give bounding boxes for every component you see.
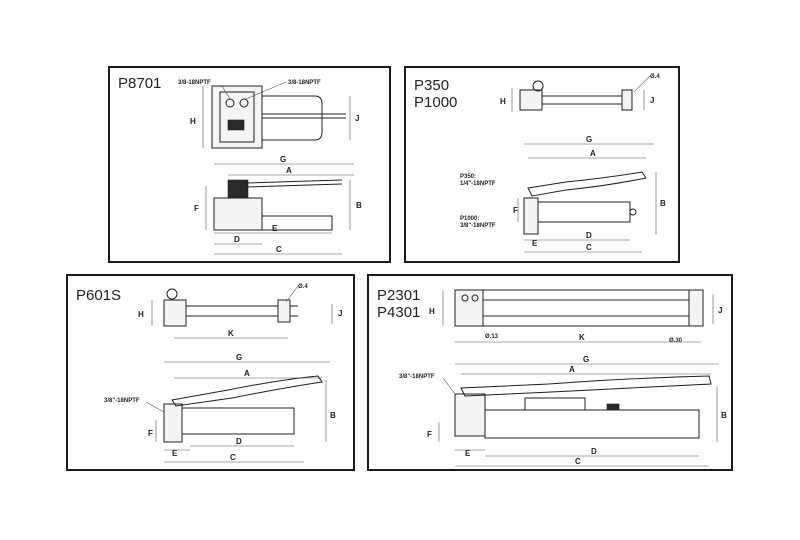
panel-p2301: P2301 P4301 H J Ø.13 Ø.30 K G A	[367, 274, 733, 471]
p601s-drawing: H J Ø.4 K G A F B E D C 3/8"-1	[104, 284, 342, 463]
valve-block-side	[523, 197, 539, 235]
reservoir-plate	[219, 91, 255, 143]
dim-f: F	[148, 429, 153, 438]
reservoir-cap	[166, 288, 178, 300]
dim-c: C	[230, 453, 236, 462]
port-label: 3/8"-18NPTF	[104, 398, 140, 404]
dim-b: B	[660, 199, 666, 208]
port-label-2: 3/8-18NPTF	[288, 80, 321, 86]
model-label: P601S	[76, 287, 122, 304]
pump-head-top	[163, 299, 187, 327]
dim-j: J	[355, 114, 359, 123]
end-bracket	[688, 289, 704, 327]
dim-h: H	[190, 117, 196, 126]
pump-body-side	[213, 197, 263, 231]
dim-e: E	[272, 224, 278, 233]
dim-j: J	[650, 96, 654, 105]
hole-diameter: Ø.4	[298, 284, 308, 290]
dim-e: E	[172, 449, 178, 458]
hole-diameter-large: Ø.30	[669, 338, 683, 344]
reservoir-cap	[532, 80, 544, 92]
dim-j: J	[718, 306, 722, 315]
dim-b: B	[330, 411, 336, 420]
dim-e: E	[465, 449, 471, 458]
handle-side	[460, 375, 712, 397]
valve-head	[227, 179, 249, 199]
end-bracket	[621, 89, 633, 111]
port-fitting-2	[239, 98, 249, 108]
dim-a: A	[590, 149, 596, 158]
p350-drawing: H J Ø.4 G A F B E D C P350:1/4"-	[460, 74, 666, 253]
dim-d: D	[591, 447, 597, 456]
reservoir-tube	[537, 201, 631, 223]
dim-h: H	[429, 307, 435, 316]
valve-block	[227, 119, 245, 131]
dim-a: A	[286, 166, 292, 175]
port-label-1: 3/8-18NPTF	[178, 80, 211, 86]
panel-p601s: P601S H J Ø.4 K G A F B	[66, 274, 355, 471]
hole-diameter: Ø.4	[650, 74, 660, 80]
pump-head-top	[454, 289, 484, 327]
dim-b: B	[356, 201, 362, 210]
dim-g: G	[586, 135, 592, 144]
panel-p8701: P8701 H J 3/8-18NPTF 3/8-18NPTF G A	[108, 66, 391, 263]
dim-f: F	[427, 430, 432, 439]
reservoir-tube	[181, 407, 295, 435]
valve-block-side	[454, 393, 486, 437]
dim-c: C	[276, 245, 282, 254]
dim-k: K	[579, 333, 585, 342]
base-frame	[261, 215, 333, 231]
dim-f: F	[513, 206, 518, 215]
pump-head-top	[519, 89, 543, 111]
dim-h: H	[500, 97, 506, 106]
dim-d: D	[236, 437, 242, 446]
handle-frame-top	[482, 289, 702, 327]
filler-cap	[606, 403, 620, 411]
dim-b: B	[721, 411, 727, 420]
dim-d: D	[586, 231, 592, 240]
model-label: P350 P1000	[414, 77, 458, 111]
dim-g: G	[236, 353, 242, 362]
valve-block-side	[163, 403, 183, 443]
dim-k: K	[228, 329, 234, 338]
dim-c: C	[575, 457, 581, 466]
dim-h: H	[138, 310, 144, 319]
handle-side	[527, 171, 647, 197]
dim-f: F	[194, 204, 199, 213]
port-label-p1000: P1000:3/8"-18NPTF	[460, 216, 496, 229]
dim-a: A	[569, 365, 575, 374]
p2301-drawing: H J Ø.13 Ø.30 K G A F B E D C	[399, 289, 727, 467]
port-label-p350: P350:1/4"-18NPTF	[460, 174, 496, 187]
dim-d: D	[234, 235, 240, 244]
dim-e: E	[532, 239, 538, 248]
handle-side	[171, 375, 323, 407]
dim-c: C	[586, 243, 592, 252]
lever-side	[244, 179, 343, 184]
carry-handle	[524, 397, 586, 411]
hole-diameter-small: Ø.13	[485, 334, 499, 340]
dim-j: J	[338, 309, 342, 318]
p8701-drawing: H J 3/8-18NPTF 3/8-18NPTF G A F B E D	[178, 80, 362, 255]
reservoir-tube	[484, 409, 700, 439]
dim-g: G	[280, 155, 286, 164]
model-label: P8701	[118, 75, 162, 92]
port-label: 3/8"-18NPTF	[399, 374, 435, 380]
end-pin	[629, 208, 637, 216]
end-bracket	[277, 299, 291, 323]
model-label: P2301 P4301	[377, 287, 421, 321]
panel-p350: P350 P1000 H J Ø.4 G A F B E	[404, 66, 680, 263]
dim-g: G	[583, 355, 589, 364]
dim-a: A	[244, 369, 250, 378]
